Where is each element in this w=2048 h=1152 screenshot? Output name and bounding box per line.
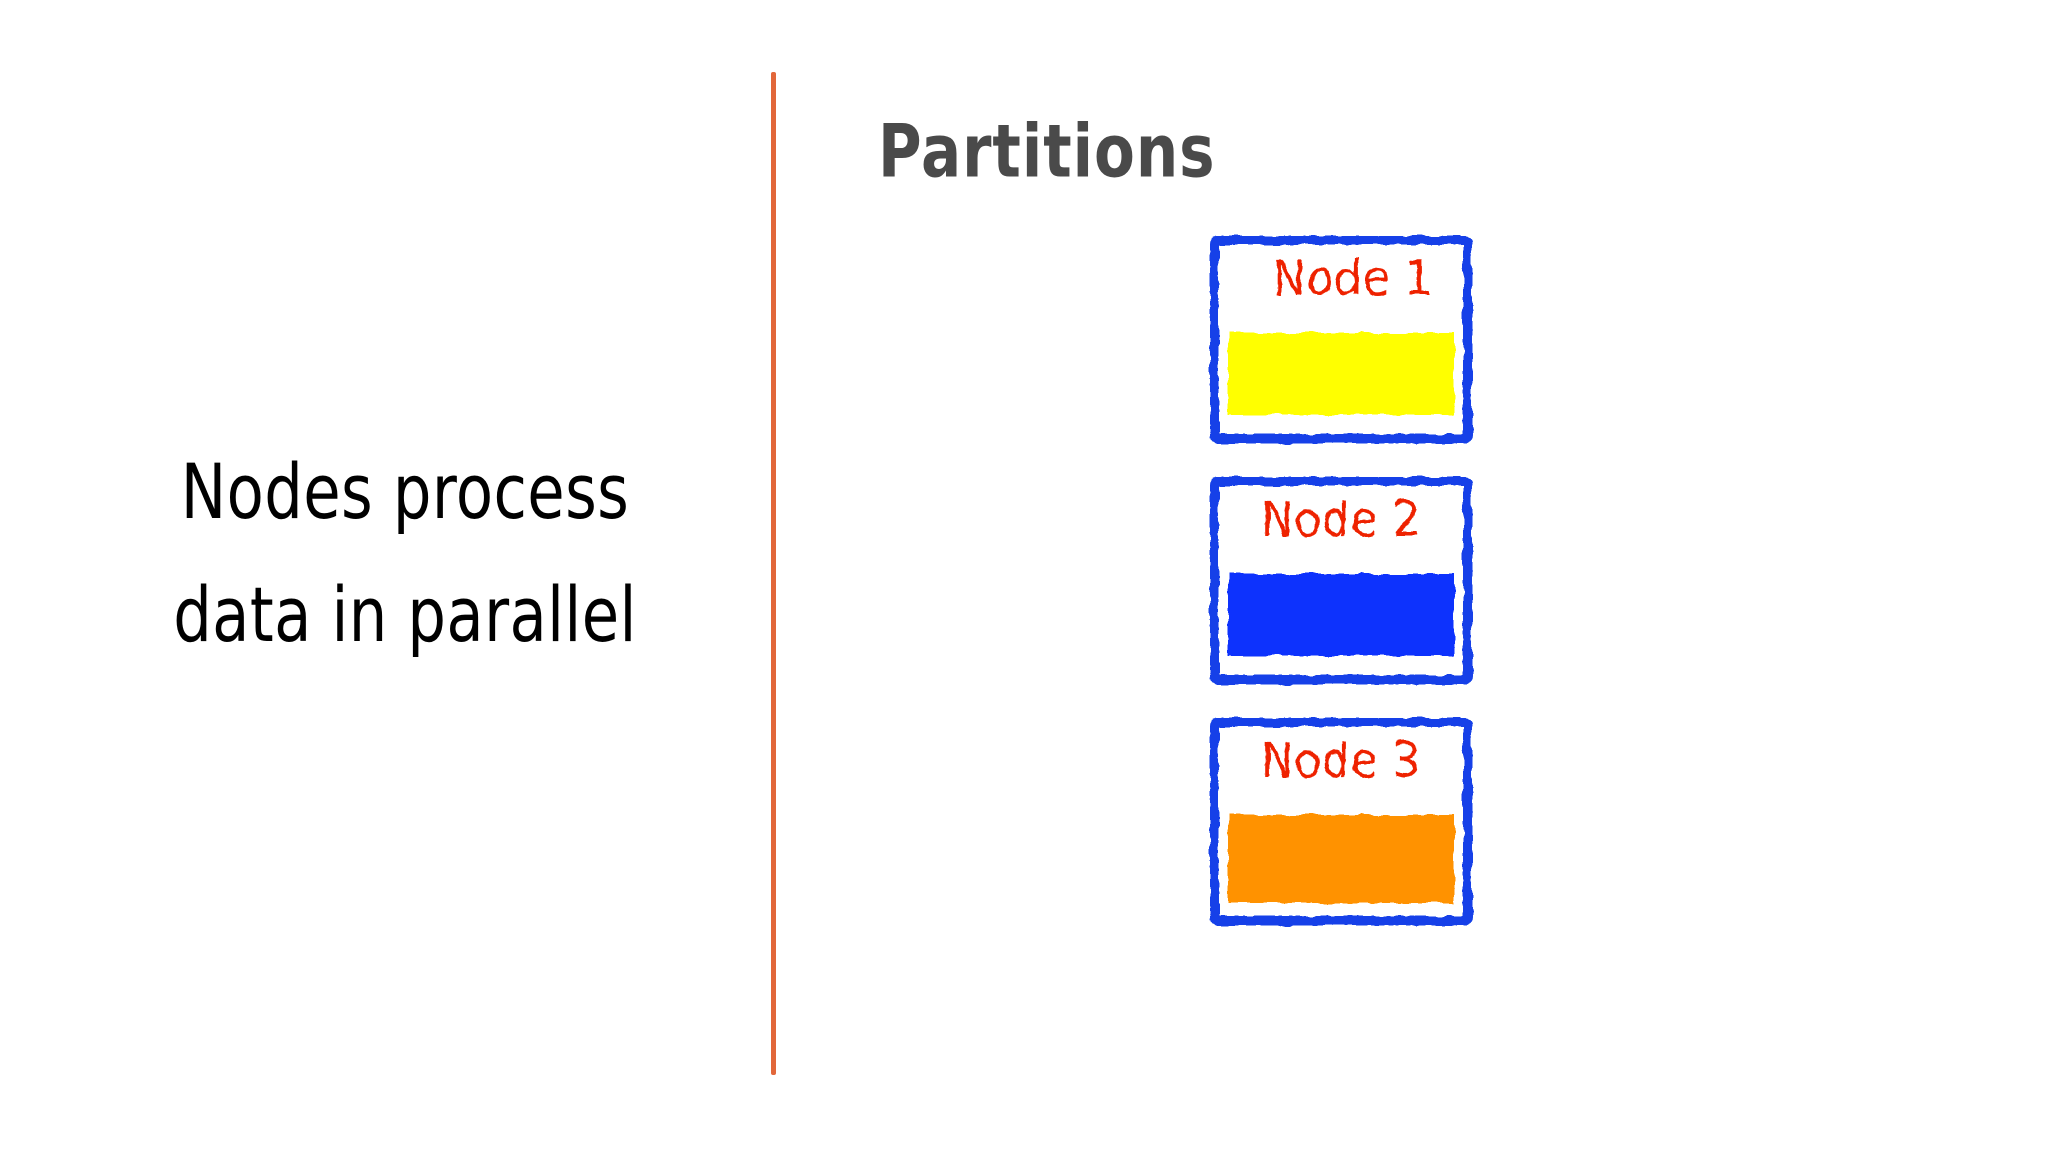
caption-text-block: Nodes process data in parallel [169, 430, 641, 676]
node-label-1: Node 1 [1272, 251, 1434, 307]
node-partition-bar-3 [1228, 815, 1454, 903]
partitions-title: Partitions [878, 108, 1216, 195]
node-box-2: Node 2 [1210, 477, 1472, 684]
node-label-3: Node 3 [1260, 733, 1422, 789]
node-stack: Node 1 Node 2 Node 3 [1210, 236, 1472, 925]
caption-line-2: data in parallel [173, 570, 637, 660]
node-partition-bar-1 [1228, 333, 1454, 415]
node-box-3: Node 3 [1210, 718, 1472, 925]
node-label-2: Node 2 [1260, 492, 1422, 548]
node-partition-bar-2 [1228, 574, 1454, 656]
caption-line-1: Nodes process [180, 447, 630, 536]
vertical-divider [771, 72, 776, 1075]
node-box-1: Node 1 [1210, 236, 1472, 443]
